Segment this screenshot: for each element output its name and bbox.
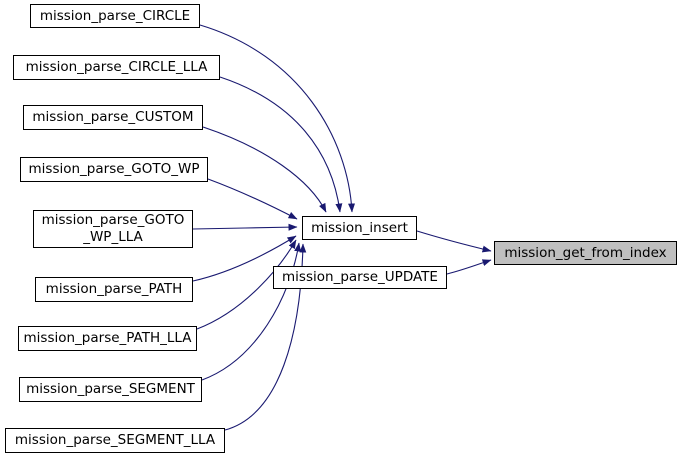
node-mission-parse-goto-wp-lla[interactable]: mission_parse_GOTO _WP_LLA <box>33 210 193 248</box>
node-mission-parse-circle[interactable]: mission_parse_CIRCLE <box>30 4 200 28</box>
node-mission-parse-segment-lla[interactable]: mission_parse_SEGMENT_LLA <box>5 428 225 453</box>
node-mission-parse-path[interactable]: mission_parse_PATH <box>35 277 193 302</box>
node-mission-get-from-index: mission_get_from_index <box>494 241 677 265</box>
edge-mission-parse-path-lla-to-mission-insert <box>196 239 297 330</box>
edge-mission-parse-custom-to-mission-insert <box>202 126 327 213</box>
edge-mission-insert-to-mission-get-from-index <box>416 230 492 253</box>
edge-mission-parse-segment-to-mission-insert <box>201 242 302 381</box>
node-mission-parse-circle-lla[interactable]: mission_parse_CIRCLE_LLA <box>13 55 220 80</box>
edge-mission-parse-update-to-mission-get-from-index <box>446 259 492 275</box>
edge-mission-parse-circle-lla-to-mission-insert <box>219 76 343 213</box>
edge-mission-parse-goto-wp-lla-to-mission-insert <box>192 223 298 231</box>
node-mission-parse-segment[interactable]: mission_parse_SEGMENT <box>19 377 202 402</box>
node-mission-parse-custom[interactable]: mission_parse_CUSTOM <box>23 105 203 130</box>
edge-mission-parse-goto-wp-to-mission-insert <box>207 178 298 220</box>
edge-mission-parse-path-to-mission-insert <box>192 235 297 282</box>
edge-mission-parse-circle-to-mission-insert <box>199 24 356 213</box>
node-mission-parse-path-lla[interactable]: mission_parse_PATH_LLA <box>18 326 197 351</box>
node-mission-parse-update[interactable]: mission_parse_UPDATE <box>273 266 447 289</box>
node-mission-parse-goto-wp[interactable]: mission_parse_GOTO_WP <box>20 157 208 182</box>
node-mission-insert[interactable]: mission_insert <box>302 216 417 240</box>
